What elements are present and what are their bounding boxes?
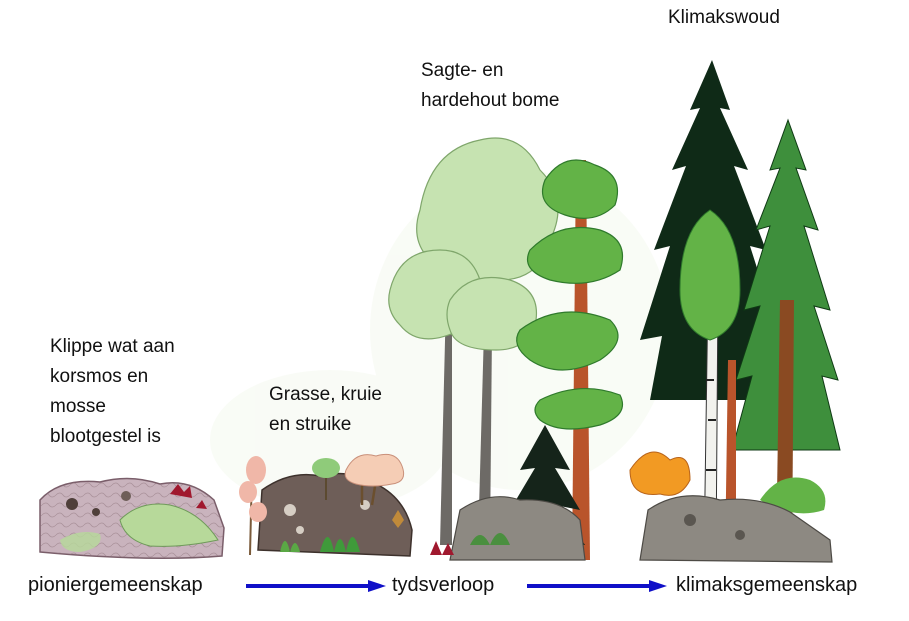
pioneer-rocks bbox=[39, 477, 225, 559]
grass-stage-label-line: Grasse, kruie bbox=[269, 384, 382, 405]
pine-tree bbox=[516, 159, 624, 560]
trees-stage-label-line: hardehout bome bbox=[421, 90, 560, 111]
pioneer-stage-label: Klippe wat aan korsmos en mosse blootges… bbox=[50, 332, 175, 452]
pioneer-stage-label-line: Klippe wat aan bbox=[50, 336, 175, 357]
arrow-right-icon bbox=[527, 580, 667, 592]
pioneer-stage-label-line: blootgestel is bbox=[50, 426, 161, 447]
climax-stage-label-line: Klimakswoud bbox=[668, 7, 780, 28]
axis-middle-label: tydsverloop bbox=[392, 574, 495, 596]
grass-stage-label: Grasse, kruie en struike bbox=[269, 380, 382, 440]
axis-start-label: pioniergemeenskap bbox=[28, 574, 203, 596]
climax-stage-label: Klimakswoud bbox=[668, 3, 780, 33]
axis-end-label: klimaksgemeenskap bbox=[676, 574, 858, 596]
broadleaf-trees bbox=[388, 137, 559, 545]
arrow-right-icon bbox=[246, 580, 386, 592]
trees-stage-label: Sagte- en hardehout bome bbox=[421, 56, 559, 116]
grass-stage-label-line: en struike bbox=[269, 414, 352, 435]
pioneer-stage-label-line: korsmos en bbox=[50, 366, 149, 387]
climax-forest bbox=[629, 60, 841, 563]
middle-rocks bbox=[430, 496, 586, 561]
trees-stage-label-line: Sagte- en bbox=[421, 60, 504, 81]
pioneer-stage-label-line: mosse bbox=[50, 396, 106, 417]
grass-stage-plants bbox=[239, 453, 413, 557]
